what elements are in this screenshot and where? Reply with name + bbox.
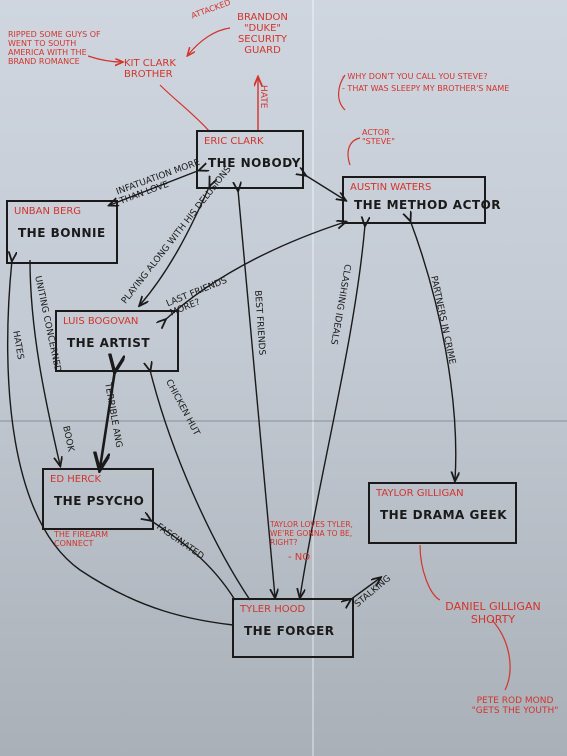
edge-austin-tyler: [300, 225, 365, 597]
note-kit-clark: KIT CLARK BROTHER: [124, 58, 176, 80]
node-ed-herck-name: ED HERCK: [50, 474, 102, 485]
edge-label-hate: HATE: [258, 85, 268, 109]
node-austin-waters-role: THE METHOD ACTOR: [354, 198, 502, 212]
node-taylor-gilligan-role: THE DRAMA GEEK: [380, 508, 508, 522]
note-austin-why: - WHY DON'T YOU CALL YOU STEVE?: [342, 72, 488, 81]
node-eric-clark[interactable]: ERIC CLARK THE NOBODY: [196, 130, 304, 189]
note-firearm-connect: THE FIREARM CONNECT: [54, 530, 109, 548]
link-austin-notes: [338, 74, 346, 111]
edge-unban-tyler: [7, 260, 234, 626]
node-austin-waters-name: AUSTIN WATERS: [350, 182, 432, 193]
edge-austin-taylor: [410, 220, 456, 480]
node-ed-herck-role: THE PSYCHO: [54, 494, 145, 508]
node-taylor-gilligan[interactable]: TAYLOR GILLIGAN THE DRAMA GEEK: [368, 482, 517, 544]
node-unban-berg-role: THE BONNIE: [18, 226, 106, 240]
note-austin-brother: - THAT WAS SLEEPY MY BROTHER'S NAME: [342, 84, 510, 93]
link-kit-eric: [159, 84, 211, 133]
note-brandon: BRANDON "DUKE" SECURITY GUARD: [237, 12, 288, 56]
node-tyler-hood-name: TYLER HOOD: [240, 604, 306, 615]
node-tyler-hood-role: THE FORGER: [244, 624, 335, 638]
note-no: - NO: [288, 552, 311, 563]
link-kit-note: [87, 55, 122, 62]
node-taylor-gilligan-name: TAYLOR GILLIGAN: [376, 488, 464, 499]
note-daniel-gilligan: DANIEL GILLIGAN SHORTY: [445, 600, 541, 626]
node-luis-bogovan-name: LUIS BOGOVAN: [63, 316, 139, 327]
link-peterod: [491, 619, 511, 691]
node-luis-bogovan[interactable]: LUIS BOGOVAN THE ARTIST: [55, 310, 179, 372]
node-tyler-hood[interactable]: TYLER HOOD THE FORGER: [232, 598, 354, 658]
node-luis-bogovan-role: THE ARTIST: [67, 336, 151, 350]
edge-luis-tyler: [150, 370, 251, 601]
link-actor-steve: [347, 137, 361, 166]
paper-fold-horizontal: [0, 420, 567, 422]
note-kit-description: RIPPED SOME GUYS OF WENT TO SOUTH AMERIC…: [8, 30, 101, 66]
node-austin-waters[interactable]: AUSTIN WATERS THE METHOD ACTOR: [342, 176, 501, 224]
note-pete-rod-mond: PETE ROD MOND "GETS THE YOUTH": [471, 696, 559, 716]
edge-luis-ed: [100, 370, 115, 468]
note-actor-steve: ACTOR "STEVE": [362, 128, 395, 146]
note-tyler-question: TAYLOR LOVES TYLER, WE'RE GONNA TO BE, R…: [270, 520, 353, 547]
node-unban-berg-name: UNBAN BERG: [14, 206, 82, 217]
edge-unban-ed: [29, 259, 60, 465]
link-attacked: [188, 27, 231, 55]
link-daniel: [419, 544, 441, 601]
node-eric-clark-name: ERIC CLARK: [204, 136, 264, 147]
edge-eric-austin: [305, 175, 345, 200]
edge-tyler-taylor: [350, 578, 380, 600]
node-ed-herck[interactable]: ED HERCK THE PSYCHO: [42, 468, 154, 530]
node-eric-clark-role: THE NOBODY: [208, 156, 301, 170]
edge-ed-tyler: [150, 520, 236, 601]
node-unban-berg[interactable]: UNBAN BERG THE BONNIE: [6, 200, 118, 264]
